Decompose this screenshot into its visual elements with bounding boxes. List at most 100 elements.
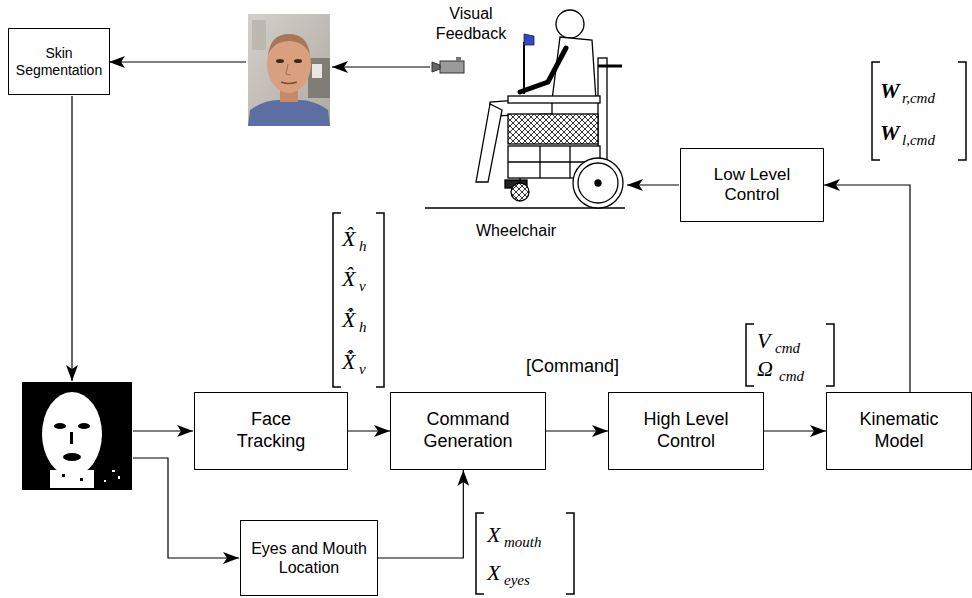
photo-eye <box>294 59 302 63</box>
left-bracket <box>746 324 754 386</box>
segmented-mouth <box>63 453 81 461</box>
caster-fork <box>519 178 520 183</box>
left-bracket <box>872 62 880 160</box>
box-label: High Level Control <box>617 409 755 452</box>
person-torso <box>552 37 596 100</box>
camera-icon <box>432 57 464 73</box>
process-box: Skin Segmentation <box>8 28 110 95</box>
segmented-background <box>22 382 132 490</box>
flow-arrow <box>764 430 826 431</box>
math-symbol: W <box>880 118 900 148</box>
subscript: mouth <box>504 534 542 550</box>
process-box: Command Generation <box>390 392 546 470</box>
photo-shirt <box>248 100 330 126</box>
face-photo <box>248 14 330 126</box>
process-box: Face Tracking <box>194 392 348 470</box>
photo-hair <box>268 34 310 56</box>
math-symbol: W <box>880 76 900 106</box>
person-arm <box>520 48 566 92</box>
box-label: Kinematic Model <box>837 409 961 452</box>
photo-wall <box>252 20 266 50</box>
subscript: r,cmd <box>902 90 935 106</box>
subscript: h <box>359 238 367 254</box>
math-symbol: X <box>487 520 500 550</box>
segmented-eye <box>78 423 90 429</box>
right-bracket <box>376 213 384 387</box>
person-head <box>556 10 584 38</box>
photo-face <box>267 35 311 93</box>
seat-cushion <box>508 114 598 144</box>
process-box: Kinematic Model <box>826 392 972 470</box>
segmented-speck <box>62 474 65 477</box>
right-bracket <box>826 324 834 386</box>
photo-arrow <box>109 61 246 62</box>
tracking-input-arrow <box>133 430 193 431</box>
process-box: Eyes and Mouth Location <box>240 520 378 596</box>
subscript: cmd <box>775 340 800 356</box>
left-bracket <box>333 213 341 387</box>
location-input-arrow <box>133 458 239 558</box>
flow-arrow <box>378 470 463 558</box>
math-symbol: X <box>487 558 500 588</box>
frame-bar <box>569 146 570 178</box>
right-bracket <box>566 513 574 594</box>
photo-background <box>248 14 330 126</box>
segmented-speck <box>112 470 115 472</box>
math-symbol: Ω <box>757 354 773 384</box>
wheelchair-arrow <box>627 184 679 185</box>
segmented-image <box>22 382 132 490</box>
segmented-neck <box>50 470 94 488</box>
math-symbol: X̂̇ <box>342 347 355 377</box>
segmented-eye <box>54 423 66 429</box>
photo-mouth <box>281 82 297 84</box>
subscript: eyes <box>504 572 530 588</box>
box-label: Low Level Control <box>687 165 817 206</box>
wheel-hub <box>595 180 601 186</box>
camera-lens <box>432 62 440 72</box>
camera-top <box>456 57 461 61</box>
segmentation-arrow <box>71 96 72 381</box>
photo-eye <box>276 59 284 63</box>
subscript: h <box>359 319 367 335</box>
photo-paper <box>312 64 322 78</box>
math-symbol: V <box>757 326 770 356</box>
math-symbol: X̂ <box>342 264 355 294</box>
matrix-brackets <box>333 62 966 594</box>
signal-label: [Command] <box>526 355 619 377</box>
subscript: v <box>359 361 366 377</box>
left-bracket <box>476 513 484 594</box>
segmented-speck <box>104 480 106 482</box>
armrest <box>508 96 600 103</box>
joystick <box>523 42 525 94</box>
big-wheel <box>573 158 623 208</box>
person-shin <box>476 104 502 182</box>
push-handle <box>598 65 622 68</box>
process-box: High Level Control <box>608 392 764 470</box>
right-bracket <box>958 62 966 160</box>
segmented-nose <box>70 432 73 444</box>
subscript: cmd <box>779 368 804 384</box>
subscript: l,cmd <box>902 132 935 148</box>
flow-arrow <box>546 430 608 431</box>
caption-label: Visual Feedback <box>426 4 516 44</box>
box-label: Command Generation <box>397 409 539 452</box>
camera-arrow <box>332 66 430 67</box>
flow-arrow <box>348 430 390 431</box>
joystick-flag <box>524 34 534 45</box>
math-symbol: X̂ <box>342 224 355 254</box>
camera-body <box>440 61 464 73</box>
photo-nose <box>286 64 291 75</box>
box-label: Skin Segmentation <box>13 45 105 79</box>
frame-bar <box>539 146 540 178</box>
segmented-speck <box>80 478 83 481</box>
segmented-face <box>42 392 102 476</box>
caster-wheel <box>511 183 529 201</box>
process-box: Low Level Control <box>680 148 824 222</box>
subscript: v <box>359 278 366 294</box>
layout-arrows <box>72 62 679 558</box>
math-symbol: X̂̇ <box>342 305 355 335</box>
flow-arrow <box>824 185 910 392</box>
